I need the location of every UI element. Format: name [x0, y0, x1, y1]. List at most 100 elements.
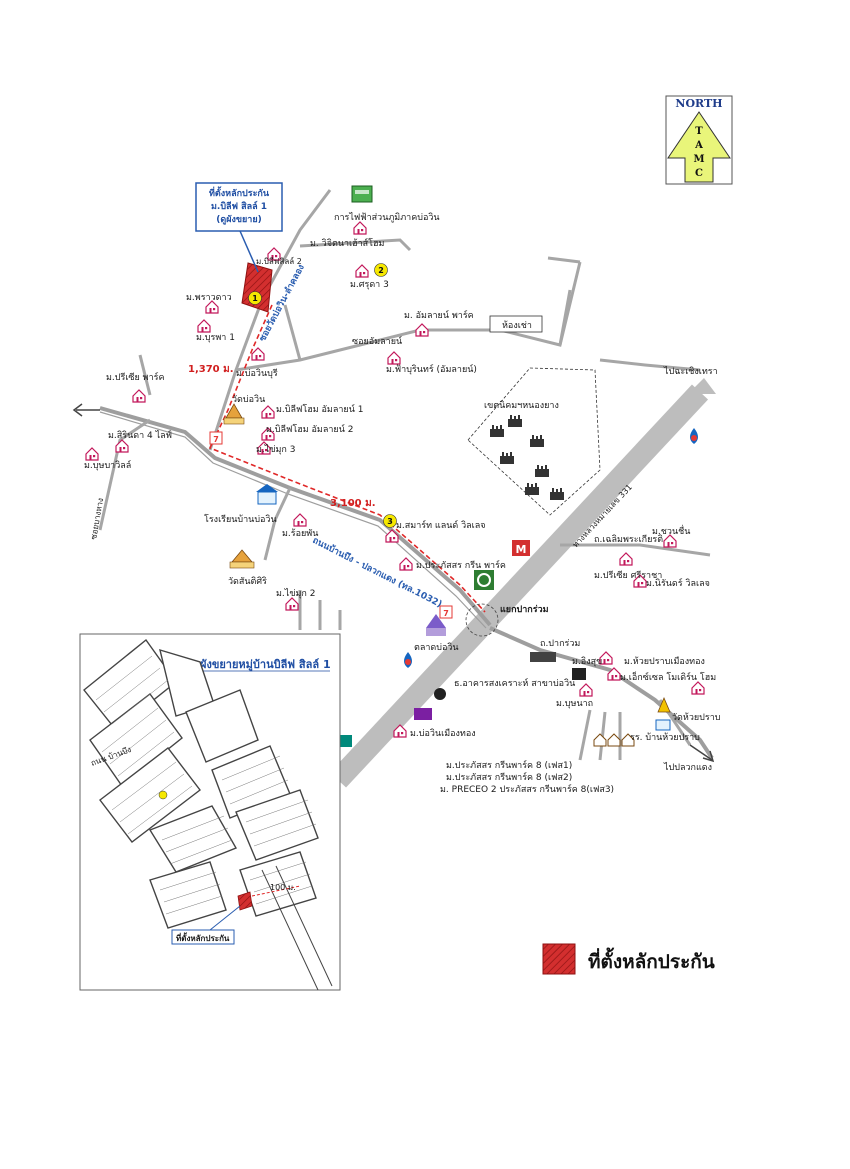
green-logo-icon	[474, 570, 494, 590]
label-wat-santi: วัดสันติศิริ	[228, 576, 267, 587]
marker-2: 2	[374, 263, 388, 277]
route-line	[208, 304, 486, 613]
electric-office-icon	[351, 185, 373, 203]
distance-1: 1,370 ม.	[188, 364, 234, 375]
junction-circle	[465, 603, 499, 637]
label-electric: การไฟฟ้าส่วนภูมิภาคบ่อวิน	[334, 212, 440, 223]
callout-box: ที่ตั้งหลักประกัน ม.บิลีฟ สิลล์ 1 (ดูผัง…	[195, 182, 283, 273]
callout-line2: ม.บิลีฟ สิลล์ 1	[211, 200, 267, 212]
label-srisuda: ม.ศรุดา 3	[350, 280, 389, 290]
label-industrial: เขตนิคมฯหนองยาง	[484, 400, 559, 411]
label-to-pluakdaeng: ไปปลวกแดง	[663, 762, 712, 773]
label-kaimuk3: ม.ไข่มุก 3	[256, 444, 295, 455]
label-pakruam: ถ.ปากร่วม	[540, 639, 580, 649]
school-icon	[256, 484, 278, 505]
teal-sign-icon	[340, 735, 352, 747]
marker-1-num: 1	[252, 294, 258, 303]
temple-santi-icon	[229, 549, 255, 569]
makro-icon: M	[512, 540, 530, 556]
label-ing: ม.อิงสุข	[572, 656, 602, 667]
purple-shop-icon	[414, 708, 432, 720]
label-prisia-park: ม.ปรีเซีย พาร์ค	[106, 371, 165, 383]
seven-eleven-2-icon: 7	[439, 605, 453, 619]
north-letter-a: A	[694, 140, 703, 151]
label-soi-amarin: ซอยอัมลายน์	[352, 335, 402, 347]
label-bank: ธ.อาคารสงเคราะห์ สาขาบ่อวิน	[454, 677, 575, 689]
label-bowin-buri: ม.บ่อวินบุรี	[236, 368, 278, 379]
label-market: ตลาดบ่อวิน	[414, 642, 459, 653]
label-chalerm: ถ.เฉลิมพระเกียรติ	[594, 534, 663, 545]
label-prisia-sri: ม.ปรีเซีย ศรีราชา	[594, 570, 662, 581]
aeon-icon	[434, 688, 446, 700]
north-arrow: NORTH T A M C	[665, 95, 733, 185]
inset-label: ที่ตั้งหลักประกัน	[176, 932, 230, 943]
label-roiphan: ม.ร้อยพัน	[282, 528, 318, 539]
label-school: โรงเรียนบ้านบ่อวิน	[204, 514, 277, 525]
label-green8-2: ม.ประภัสสร กรีนพาร์ค 8 (เฟส2)	[446, 771, 572, 783]
road-pakruam	[489, 626, 714, 760]
callout-line1: ที่ตั้งหลักประกัน	[209, 186, 270, 199]
seven-eleven-icon: 7	[209, 431, 223, 445]
hongchao-box	[489, 315, 543, 333]
label-school2: รร. บ้านห้วยปราบ	[630, 732, 700, 743]
label-bunnada: ม.บุษนาถ	[556, 699, 593, 709]
svg-text:7: 7	[443, 609, 449, 618]
label-amarin-park: ม. อัมลายน์ พาร์ค	[404, 309, 474, 321]
svg-text:7: 7	[213, 435, 219, 444]
label-preceo: ม. PRECEO 2 ประภัสสร กรีนพาร์ค 8(เฟส3)	[440, 783, 614, 795]
north-label: NORTH	[675, 97, 722, 110]
north-letter-c: C	[695, 168, 703, 179]
temple-icon	[223, 403, 245, 425]
callout-line3: (ดูผังขยาย)	[216, 214, 262, 225]
inset-blocks	[83, 638, 319, 929]
label-believe-amarin1: ม.บิลีฟโฮม อัมลายน์ 1	[276, 403, 363, 415]
label-busaba: ม.บุษบาวิลล์	[84, 459, 131, 471]
marker-3-num: 3	[387, 517, 393, 526]
svg-text:M: M	[516, 543, 527, 556]
gas-station-2-icon	[404, 652, 412, 668]
label-nirun: ม.นิรันดร์ วิลเลจ	[646, 577, 710, 589]
inset-distance: 100 ม.	[270, 883, 296, 892]
industrial-zone	[467, 367, 601, 516]
bank-icon	[572, 668, 586, 680]
marker-1: 1	[248, 291, 262, 305]
legend: ที่ตั้งหลักประกัน	[542, 943, 715, 975]
label-hongchao: ห้องเช่า	[502, 320, 532, 331]
inset-plan: ผังขยายหมู่บ้านบิลีฟ สิลล์ 1 1	[79, 633, 341, 991]
north-letter-t: T	[695, 126, 703, 137]
label-sirinda: ม.สิรินดา 4 ไลฟ์	[108, 429, 172, 441]
marker-3: 3	[383, 514, 397, 528]
school2-icon	[655, 719, 671, 731]
label-prasert-green: ม.ประภัสสร กรีน พาร์ค	[416, 559, 506, 571]
label-huaiprab: ม.ห้วยปราบเมืองทอง	[624, 656, 705, 667]
marker-2-num: 2	[378, 266, 384, 275]
market-icon	[426, 614, 446, 636]
label-road1032: ถนนบ้านบึง - ปลวกแดง (ทล.1032)	[311, 535, 444, 610]
direction-arrows	[72, 403, 715, 763]
inset-title: ผังขยายหมู่บ้านบิลีฟ สิลล์ 1	[200, 658, 331, 672]
label-exell: ม.เอ็กซ์เซล โมเดิร์น โฮม	[620, 670, 716, 683]
label-green8-1: ม.ประภัสสร กรีนพาร์ค 8 (เฟส1)	[446, 759, 572, 771]
label-prawdao: ม.พราวดาว	[186, 293, 232, 303]
label-bupha: ม.บุรพา 1	[196, 333, 235, 343]
label-chuanchuen: ม.ชวนชื่น	[652, 524, 690, 537]
gas-station-icon	[690, 428, 698, 444]
label-fabrin: ม.ฟ้าบุรินทร์ (อัมลายน์)	[386, 363, 477, 375]
label-vichakarn: ม. วิจิตนาเฮ้าส์โฮม	[310, 237, 384, 249]
label-kaimuk2: ม.ไข่มุก 2	[276, 588, 315, 599]
temple-huai-icon	[657, 696, 671, 713]
north-letter-m: M	[693, 154, 704, 165]
logo-dark-icon	[530, 652, 556, 662]
label-wat-bowin: วัดบ่อวิน	[232, 394, 265, 405]
label-to-chachoengsao: ไปฉะเชิงเทรา	[663, 366, 718, 377]
label-wat-huai: วัดห้วยปราบ	[672, 712, 721, 723]
label-believe2: ม.บิลีฟสิลล์ 2	[256, 256, 302, 266]
legend-label: ที่ตั้งหลักประกัน	[588, 947, 715, 973]
distance-2: 3,100 ม.	[330, 498, 376, 509]
label-bowin-muang: ม.บ่อวินเมืองทอง	[410, 728, 476, 739]
label-smart: ม.สมาร์ท แลนด์ วิลเลจ	[396, 519, 486, 531]
highway-331	[329, 378, 716, 788]
label-junction: แยกปากร่วม	[500, 604, 549, 615]
label-believe-amarin2: ม.บิลีฟโฮม อัมลายน์ 2	[266, 423, 353, 435]
